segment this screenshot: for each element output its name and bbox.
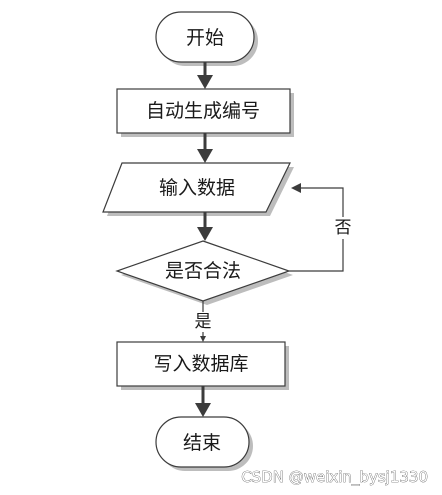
arrow-start-to-generate — [197, 62, 213, 89]
arrow-input-to-decision — [197, 212, 213, 241]
start-node-label: 开始 — [186, 27, 224, 49]
arrow-write-to-end — [195, 386, 211, 417]
arrow-no-loop: 否 — [289, 183, 353, 272]
decision-label: 是否合法 — [165, 260, 241, 282]
write-db-node: 写入数据库 — [116, 341, 289, 390]
arrow-yes-path: 是 — [192, 301, 214, 342]
write-db-label: 写入数据库 — [153, 353, 248, 375]
decision-node: 是否合法 — [115, 240, 293, 305]
generate-id-label: 自动生成编号 — [146, 100, 260, 122]
end-node: 结束 — [155, 416, 253, 471]
input-data-label: 输入数据 — [159, 177, 235, 199]
input-data-node: 输入数据 — [102, 162, 294, 216]
arrow-generate-to-input — [197, 133, 213, 163]
watermark-text: CSDN @weixin_bysj1330 — [241, 468, 428, 487]
end-node-label: 结束 — [183, 432, 221, 454]
edge-label-yes: 是 — [195, 312, 212, 332]
start-node: 开始 — [155, 11, 258, 66]
edge-label-no: 否 — [335, 218, 352, 238]
generate-id-node: 自动生成编号 — [116, 88, 294, 137]
